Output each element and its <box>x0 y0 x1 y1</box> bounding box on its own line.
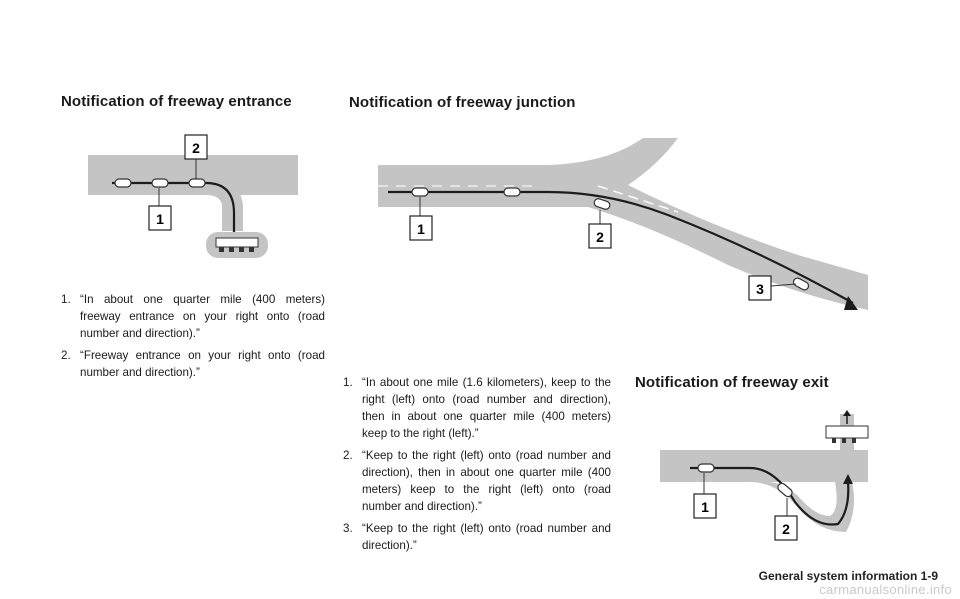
callout-3: 3 <box>748 275 772 301</box>
car-icon <box>151 178 169 188</box>
car-icon <box>792 277 810 291</box>
freeway-exit-diagram: 1 2 <box>660 410 869 541</box>
list-item: 3. “Keep to the right (left) onto (road … <box>343 522 611 552</box>
svg-text:1: 1 <box>701 499 709 515</box>
route-arrow <box>388 190 854 304</box>
car-icon <box>114 178 132 188</box>
list-item: 2. “Keep to the right (left) onto (road … <box>343 449 611 513</box>
junction-announcements-list: 1. “In about one mile (1.6 kilometers), … <box>343 374 611 559</box>
callout-1: 1 <box>409 215 433 241</box>
road-surface <box>88 155 298 231</box>
car-icon <box>411 187 429 197</box>
freeway-entrance-diagram: 1 2 <box>88 134 298 258</box>
heading-freeway-junction: Notification of freeway junction <box>349 94 576 111</box>
car-icon <box>503 187 521 197</box>
freeway-junction-diagram: 1 2 3 <box>378 138 868 310</box>
toll-gate-icon <box>206 232 268 258</box>
svg-text:1: 1 <box>417 221 425 237</box>
page-footer: General system information 1-9 <box>758 569 938 583</box>
toll-gate-icon <box>825 410 869 443</box>
callout-1: 1 <box>148 205 172 231</box>
callout-1: 1 <box>693 493 717 519</box>
list-item: 2. “Freeway entrance on your right onto … <box>61 349 325 379</box>
svg-text:1: 1 <box>156 211 164 227</box>
svg-text:2: 2 <box>596 229 604 245</box>
svg-text:2: 2 <box>782 521 790 537</box>
callout-2: 2 <box>184 134 208 160</box>
callout-2: 2 <box>588 223 612 249</box>
callout-2: 2 <box>774 515 798 541</box>
route-arrow-head <box>844 296 858 310</box>
entrance-announcements-list: 1. “In about one quarter mile (400 meter… <box>61 291 325 386</box>
svg-text:2: 2 <box>192 140 200 156</box>
list-item: 1. “In about one mile (1.6 kilometers), … <box>343 376 611 440</box>
route-arrow-head <box>843 474 853 484</box>
heading-freeway-exit: Notification of freeway exit <box>635 374 829 391</box>
svg-text:3: 3 <box>756 281 764 297</box>
road-surface <box>660 414 868 532</box>
watermark: carmanualsonline.info <box>819 582 952 597</box>
route-arrow <box>112 181 236 234</box>
car-icon <box>697 463 715 473</box>
car-icon <box>593 198 611 210</box>
road-surface <box>378 138 868 310</box>
list-item: 1. “In about one quarter mile (400 meter… <box>61 293 325 340</box>
route-arrow <box>690 466 850 526</box>
car-icon <box>777 482 793 498</box>
heading-freeway-entrance: Notification of freeway entrance <box>61 93 292 110</box>
car-icon <box>188 178 206 188</box>
